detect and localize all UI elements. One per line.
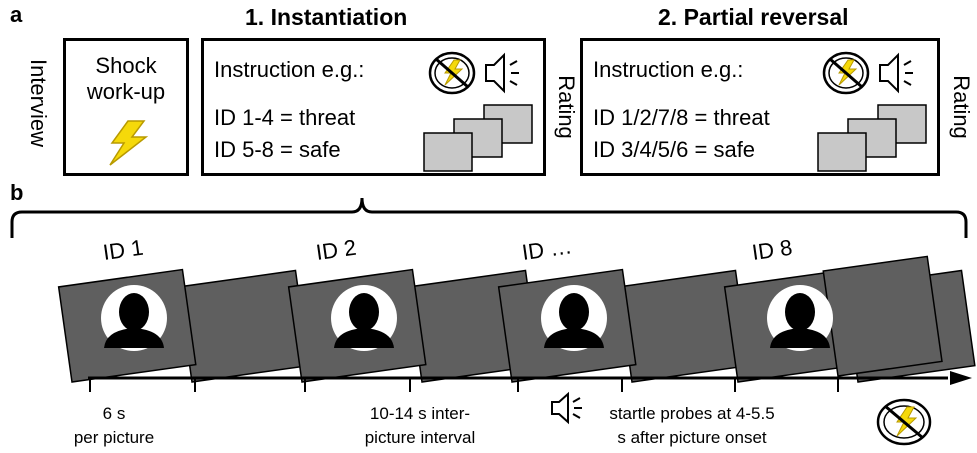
shock-workup-box: Shock work-up [63,38,189,176]
id-label-ellipsis: ID … [520,233,574,266]
iti-card-1 [177,269,310,383]
iti-card-3 [617,269,750,383]
iti-card-final [822,255,943,377]
no-shock-icon [876,398,932,446]
phase2-title: 2. Partial reversal [658,4,849,30]
card-stack-icon [817,104,927,172]
iti-card-2 [407,269,540,383]
caption-iti-l1: 10-14 s inter- [369,404,471,423]
face-silhouette-icon [334,293,394,348]
phase1-rule2: ID 5-8 = safe [214,137,341,162]
face-circle [541,285,607,351]
phase2-instruction: Instruction e.g.: [593,57,744,82]
phase1-icons [423,51,533,172]
phase1-rule1: ID 1-4 = threat [214,105,356,130]
caption-startle-l1: startle probes at 4-5.5 [609,404,775,423]
phase2-rating-label: Rating [949,75,974,139]
phase2-icons [817,51,927,172]
card-stack-icon [423,104,533,172]
caption-duration-l2: per picture [73,428,155,447]
speaker-icon [485,52,519,94]
caption-duration-l1: 6 s [102,404,126,423]
picture-card-3 [497,268,637,383]
face-circle [331,285,397,351]
phase2-rule1: ID 1/2/7/8 = threat [593,105,770,130]
lightning-icon [109,120,149,166]
iti-card-4 [843,269,976,383]
caption-startle-l2: s after picture onset [617,428,767,447]
face-silhouette-icon [544,293,604,348]
no-shock-icon [822,51,870,95]
phase2-box: Instruction e.g.: ID 1/2/7/8 = threat ID… [580,38,940,176]
id-label-8: ID 8 [750,234,794,266]
face-silhouette-icon [770,293,830,348]
panel-b-letter: b [10,180,24,205]
no-shock-icon [428,51,476,95]
interview-label: Interview [26,58,51,148]
speaker-icon [879,52,913,94]
id-label-2: ID 2 [314,234,358,266]
face-circle [101,285,167,351]
picture-card-4 [723,268,863,383]
phase1-box: Instruction e.g.: ID 1-4 = threat ID 5-8… [201,38,546,176]
phase1-instruction: Instruction e.g.: [214,57,365,82]
id-label-1: ID 1 [101,234,145,266]
caption-iti-l2: picture interval [364,428,476,447]
panel-a-letter: a [10,2,23,27]
face-silhouette-icon [104,293,164,348]
workup-line2: work-up [86,79,166,104]
face-circle [767,285,833,351]
picture-card-1 [57,268,197,383]
phase1-title: 1. Instantiation [245,4,408,30]
workup-line1: Shock [95,53,157,78]
phase2-rule2: ID 3/4/5/6 = safe [593,137,756,162]
picture-card-2 [287,268,427,383]
phase1-rating-label: Rating [554,75,579,139]
speaker-icon [551,391,582,425]
